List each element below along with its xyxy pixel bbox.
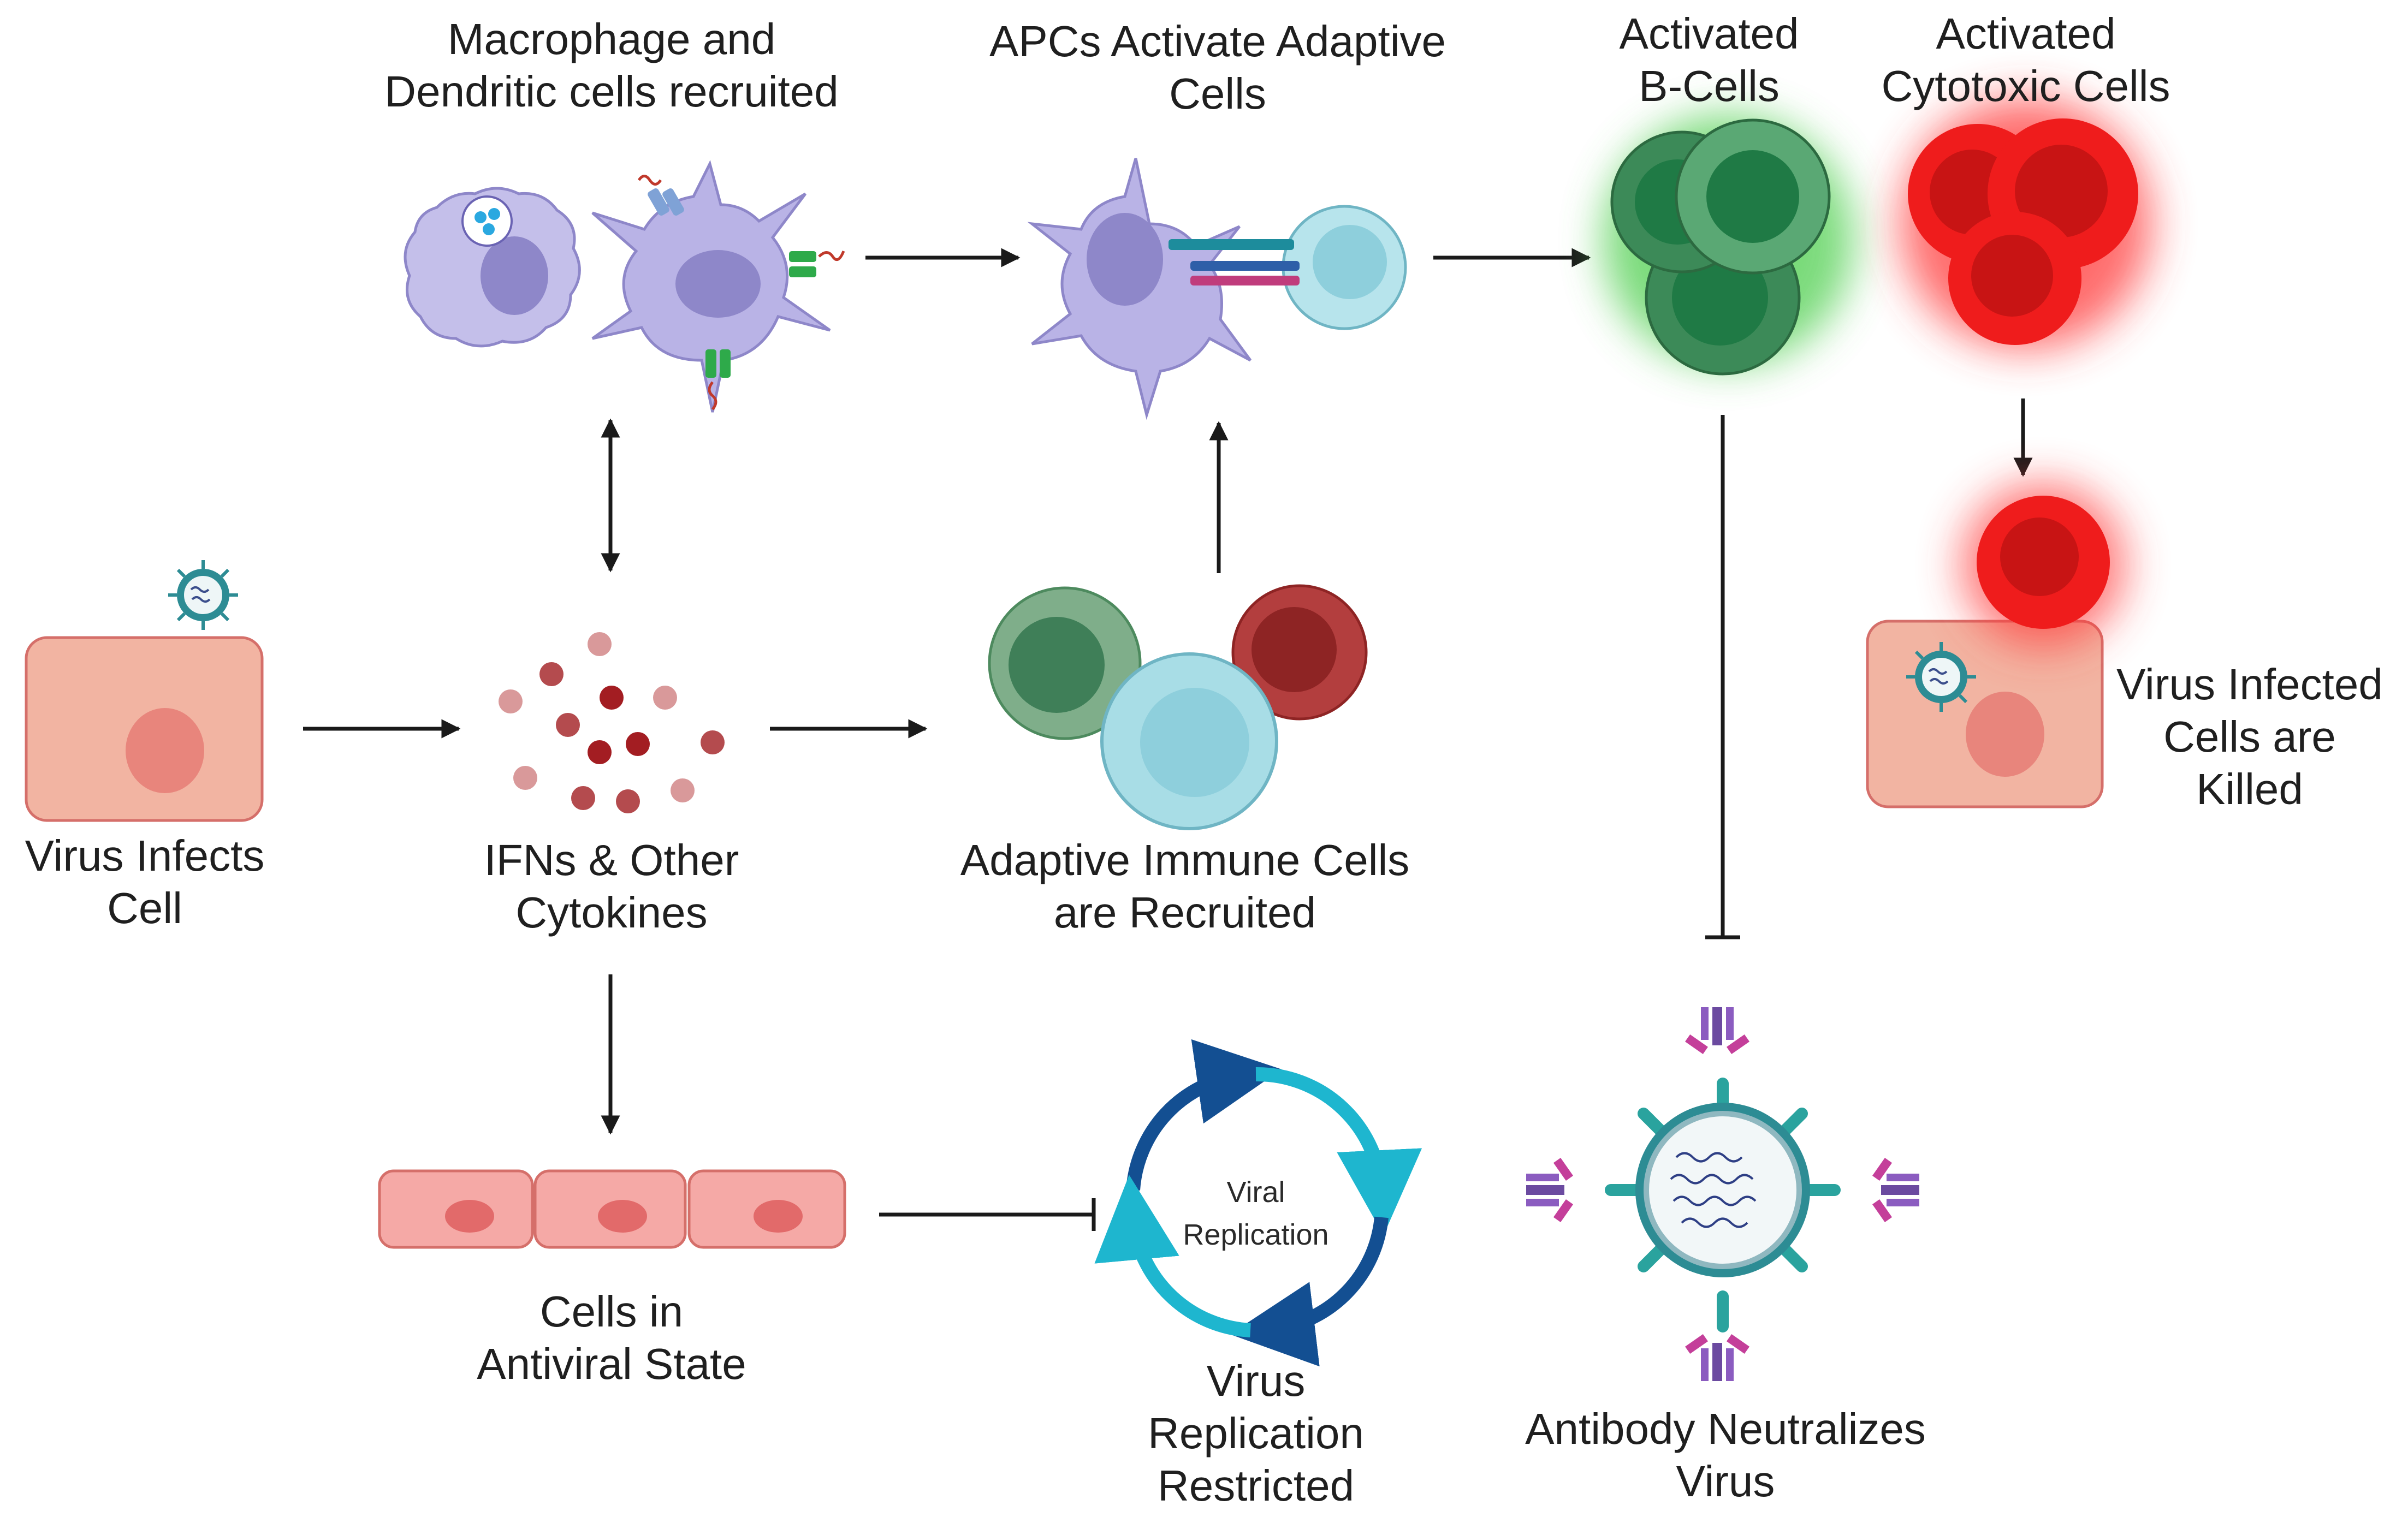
replication-cycle [1094,1039,1422,1367]
receptor-icon [637,175,684,216]
antibody-icon [1526,1158,1574,1222]
macrophage-nucleus [481,236,548,315]
antibody-icon [1872,1158,1919,1222]
cytokine-dot [571,786,595,810]
virus-capsid [1644,1111,1802,1269]
cytokine-dot [626,732,650,756]
neutralized-virus [1526,1007,1919,1381]
infected-host-cell [25,560,264,822]
cycle-arc-light-right [1255,1067,1422,1235]
cytokine-dot [671,778,695,802]
host-cell-nucleus [126,708,204,793]
virus-particle-icon [1906,642,1976,712]
antiviral-state-cells [378,1169,846,1249]
receptor-synapse-icon [1169,239,1300,285]
cytokine-dot [701,730,725,754]
activated-cytotoxic-cells [1900,98,2151,349]
cytokine-dot [600,686,624,710]
macrophage-cell [404,187,581,348]
cytokine-dot [513,766,537,790]
adaptive-immune-cells [988,584,1368,830]
phagosome [461,195,513,247]
flow-arrows [303,248,2033,1231]
cytokine-dot [556,713,580,737]
activated-b-cells [1603,115,1854,376]
t-cell-nucleus [1313,225,1387,299]
cytokine-dot [588,632,612,656]
viral-genome [1670,1152,1757,1228]
antibody-icon [1685,1007,1749,1055]
apc-nucleus [1087,213,1163,306]
target-cell-nucleus [1966,692,2044,777]
apc-activation [1027,158,1407,420]
cytokine-dot [653,686,677,710]
cytokine-dot [616,789,640,813]
antibody-icon [1685,1334,1749,1381]
mhc-receptor-icon [789,251,845,277]
cytokine-dot [588,740,612,764]
mhc-receptor-icon [705,349,731,411]
cycle-arc-dark-bottom [1230,1216,1389,1367]
cytokine-cloud [499,632,725,813]
killed-infected-cell [1866,483,2125,808]
cytokine-dot [499,689,523,713]
cycle-arc-dark-top [1126,1039,1282,1191]
dendritic-cell [591,159,845,413]
dendritic-cell-nucleus [675,250,761,318]
cytokine-dot [539,662,564,686]
cycle-arc-light-left [1094,1175,1251,1337]
virus-particle-icon [168,560,238,630]
